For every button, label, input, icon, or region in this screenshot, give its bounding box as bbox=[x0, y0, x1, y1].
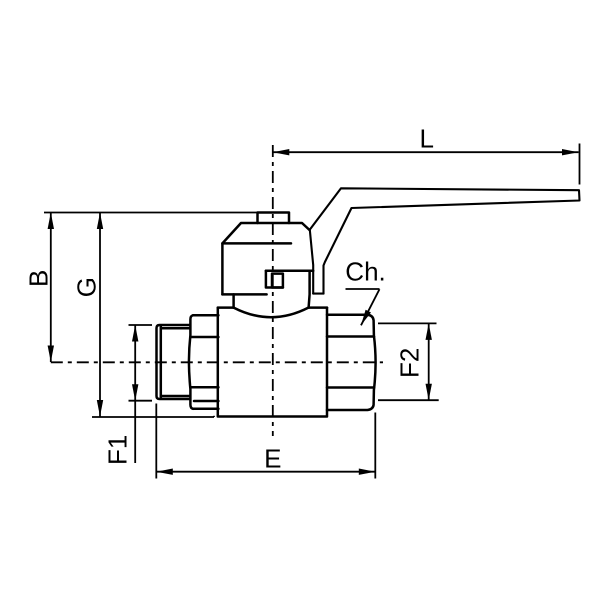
svg-text:Ch.: Ch. bbox=[345, 257, 385, 287]
svg-text:E: E bbox=[264, 443, 281, 473]
svg-text:L: L bbox=[419, 124, 433, 154]
svg-text:F1: F1 bbox=[103, 435, 133, 465]
svg-text:B: B bbox=[24, 270, 54, 287]
svg-text:G: G bbox=[72, 277, 102, 297]
svg-text:F2: F2 bbox=[395, 348, 425, 378]
